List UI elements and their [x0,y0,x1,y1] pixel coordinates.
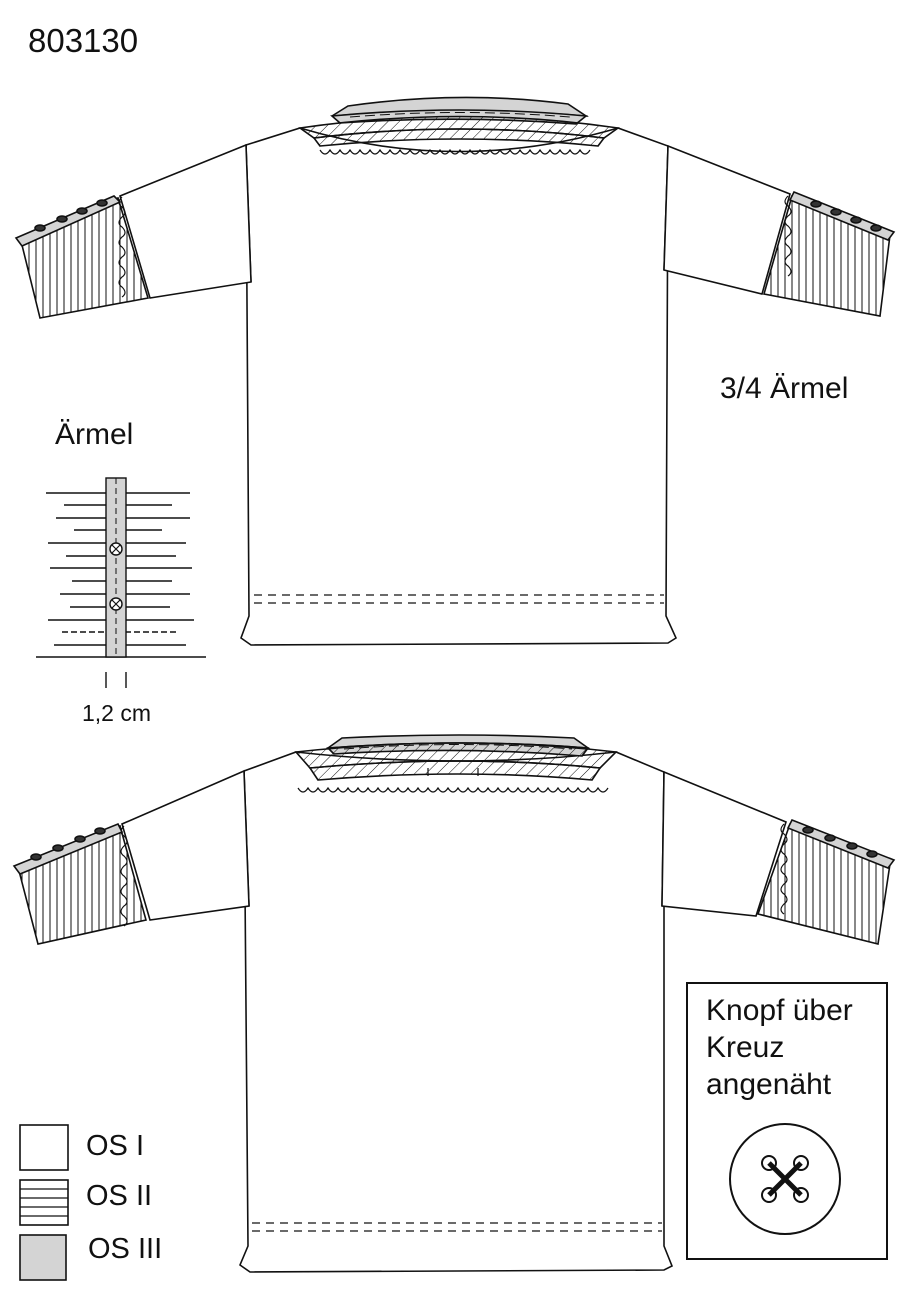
front-right-sleeve [663,144,791,295]
legend-label-os2: OS II [86,1180,153,1212]
legend-label-os3: OS III [88,1233,163,1265]
button-note-box: Knopf über Kreuz angenäht [686,982,888,1260]
legend [19,1124,69,1281]
front-view [14,96,896,646]
legend-swatch-os3 [19,1234,67,1281]
placket-width-label: 1,2 cm [82,700,152,726]
legend-swatch-os2 [19,1179,69,1226]
cross-sewn-button-icon [729,1123,841,1235]
button-note-line-3: angenäht [706,1068,832,1101]
sleeve-placket-detail [36,477,206,688]
sleeve-detail-title: Ärmel [55,418,134,451]
button-note-line-1: Knopf über [706,994,853,1027]
front-left-sleeve [119,143,252,299]
legend-label-os1: OS I [86,1130,145,1162]
back-left-sleeve [121,769,250,921]
button-note-line-2: Kreuz [706,1031,785,1064]
sleeve-length-label: 3/4 Ärmel [720,372,849,405]
front-body-outline [240,127,678,646]
legend-swatch-os1 [19,1124,69,1171]
article-number: 803130 [28,22,139,59]
back-right-sleeve [661,770,787,917]
back-body-outline [239,751,674,1273]
back-view [12,734,896,1273]
button-note-text: Knopf über Kreuz angenäht [706,992,853,1103]
